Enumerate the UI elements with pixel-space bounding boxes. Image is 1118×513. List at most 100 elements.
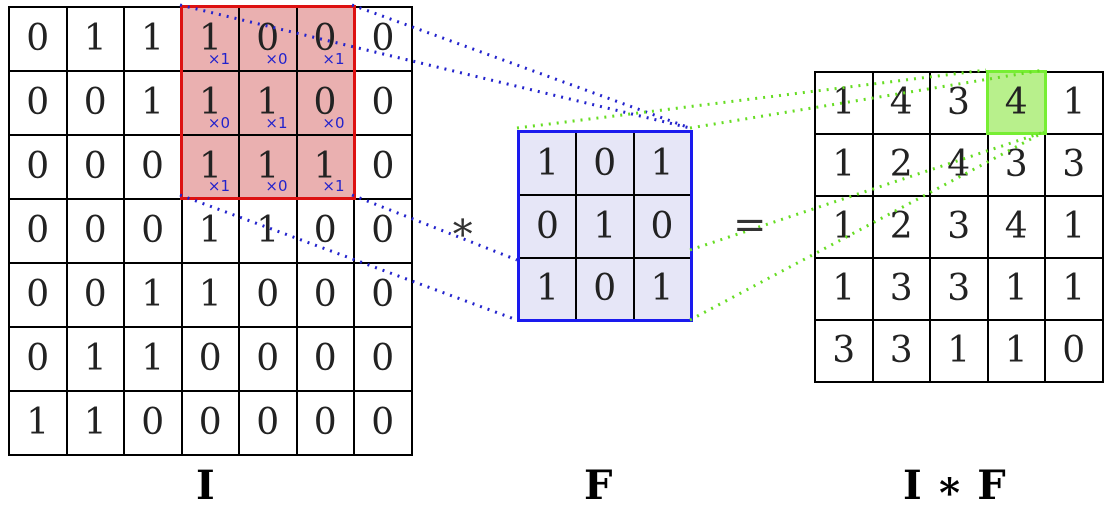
matrix-cell: 0: [295, 389, 355, 456]
matrix-cell: 1×0: [238, 133, 298, 200]
cell-value: 0: [313, 338, 337, 379]
cell-value: 1: [199, 145, 222, 187]
matrix-cell: 1: [986, 256, 1046, 321]
cell-value: 1: [1062, 206, 1086, 247]
cell-value: 1: [593, 205, 617, 247]
cell-value: 0: [313, 210, 337, 252]
cell-value: 3: [947, 268, 971, 309]
matrix-cell: 0: [353, 69, 413, 136]
matrix-cell: 1: [929, 318, 989, 383]
cell-value: 1: [313, 145, 337, 187]
cell-value: 0: [83, 146, 107, 187]
matrix-cell: 1: [65, 5, 125, 72]
equals-operator: =: [733, 202, 767, 248]
matrix-cell: 1: [575, 193, 635, 259]
cell-value: 1: [198, 274, 222, 315]
matrix-cell: 4: [929, 132, 989, 197]
matrix-cell: 0: [353, 197, 413, 264]
cell-value: 0: [83, 274, 107, 315]
cell-value: 0: [256, 402, 280, 443]
cell-value: 4: [1004, 206, 1028, 247]
matrix-cell: 0: [353, 5, 413, 72]
matrix-cell: 1: [65, 389, 125, 456]
matrix-cell: 0×0: [295, 69, 356, 136]
multiplier-label: ×1: [207, 49, 230, 68]
matrix-cell: 1: [238, 197, 298, 264]
matrix-cell: 1: [180, 261, 240, 328]
matrix-cell: 1: [632, 130, 693, 196]
matrix-cell: 0: [8, 261, 68, 328]
matrix-cell: 0: [65, 69, 125, 136]
matrix-cell: 0: [238, 325, 298, 392]
input-label: I: [196, 462, 215, 509]
cell-value: 0: [371, 146, 395, 187]
cell-value: 0: [26, 146, 50, 187]
matrix-cell: 1: [123, 5, 183, 72]
matrix-cell: 3: [871, 256, 931, 321]
multiplier-label: ×0: [265, 177, 288, 195]
cell-value: 4: [889, 82, 913, 123]
matrix-cell: 3: [1044, 132, 1104, 197]
cell-value: 0: [141, 402, 165, 443]
matrix-cell: 3: [986, 132, 1046, 197]
cell-value: 0: [256, 274, 280, 315]
cell-value: 0: [1062, 330, 1086, 371]
matrix-cell: 1: [65, 325, 125, 392]
matrix-cell: 1: [632, 256, 693, 322]
cell-value: 3: [889, 268, 913, 309]
cell-value: 0: [26, 210, 50, 251]
cell-value: 1: [536, 268, 559, 310]
cell-value: 3: [947, 206, 971, 247]
matrix-cell: 2: [871, 194, 931, 259]
matrix-cell: 0: [575, 256, 635, 322]
cell-value: 0: [26, 18, 50, 59]
cell-value: 1: [141, 338, 165, 379]
cell-value: 0: [593, 268, 617, 310]
multiplier-label: ×0: [207, 113, 230, 132]
matrix-cell: 1: [986, 318, 1046, 383]
cell-value: 0: [141, 210, 165, 251]
cell-value: 0: [26, 338, 50, 379]
cell-value: 1: [83, 402, 107, 443]
matrix-cell: 0: [8, 69, 68, 136]
cell-value: 1: [1062, 82, 1086, 123]
matrix-cell: 0: [1044, 318, 1104, 383]
matrix-cell: 1×1: [180, 133, 240, 200]
matrix-cell: 1×1: [238, 69, 298, 136]
cell-value: 3: [1062, 144, 1086, 185]
cell-value: 1: [1062, 268, 1086, 309]
multiplier-label: ×1: [322, 49, 345, 68]
cell-value: 1: [141, 82, 164, 123]
filter-label: F: [584, 462, 613, 509]
matrix-cell: 0: [65, 133, 125, 200]
cell-value: 3: [947, 82, 970, 123]
matrix-cell: 1×0: [180, 69, 240, 136]
cell-value: 1: [141, 274, 165, 315]
cell-value: 1: [1004, 330, 1028, 371]
matrix-cell: 0: [295, 325, 355, 392]
matrix-cell: 0: [180, 325, 240, 392]
matrix-cell: 1: [1044, 70, 1104, 135]
matrix-cell: 0: [353, 133, 413, 200]
cell-value: 0: [198, 402, 222, 443]
cell-value: 0: [650, 205, 674, 247]
matrix-cell: 0: [517, 193, 577, 259]
matrix-cell: 1: [814, 194, 874, 259]
convolve-operator: ∗: [449, 204, 477, 250]
cell-value: 0: [141, 146, 164, 187]
matrix-cell: 1: [123, 69, 183, 136]
matrix-cell: 4: [986, 70, 1047, 135]
matrix-cell: 1: [8, 389, 68, 456]
cell-value: 0: [26, 82, 50, 123]
matrix-cell: 3: [871, 318, 931, 383]
